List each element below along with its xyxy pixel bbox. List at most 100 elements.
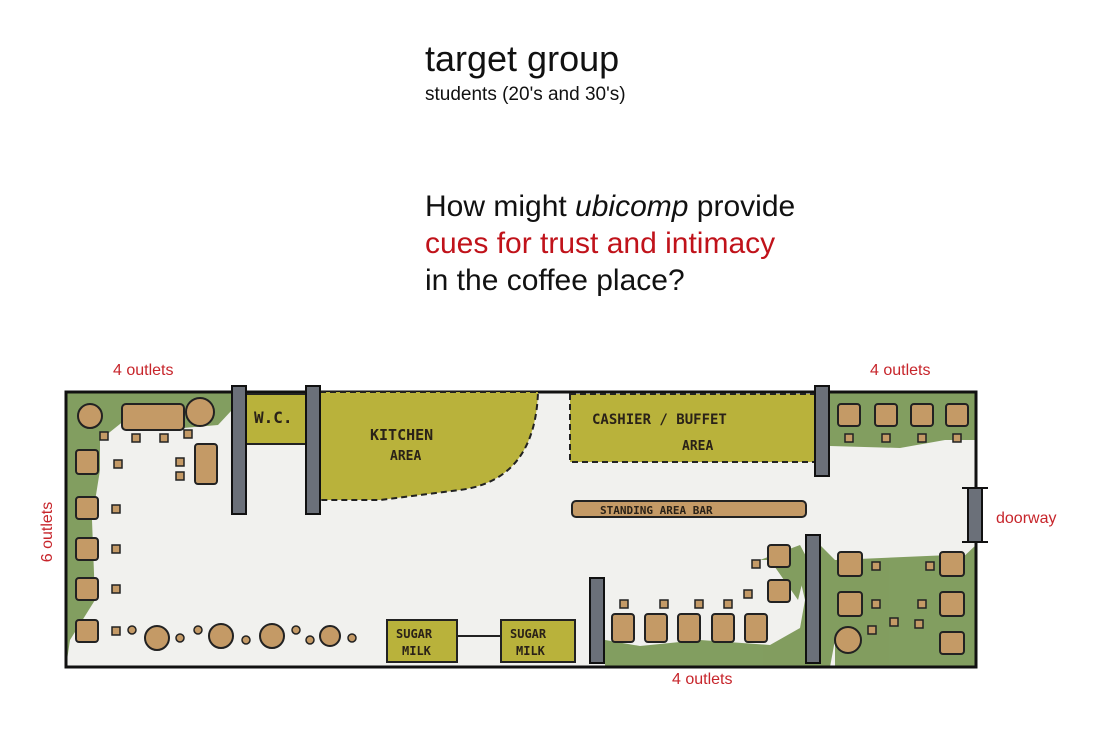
furniture xyxy=(75,397,969,655)
partition-cashier-right xyxy=(814,385,830,477)
square-table xyxy=(939,591,965,617)
square-table xyxy=(744,613,768,643)
partition-walls xyxy=(231,385,983,664)
sugar-station-2 xyxy=(500,619,576,663)
square-table xyxy=(677,613,701,643)
round-table xyxy=(144,625,170,651)
stool xyxy=(291,625,301,635)
stool xyxy=(175,457,185,467)
stool xyxy=(917,433,927,443)
sugar1-label-2: MILK xyxy=(402,644,432,658)
question-line-3: in the coffee place? xyxy=(425,264,685,297)
stool xyxy=(844,433,854,443)
square-table xyxy=(910,403,934,427)
wc-area xyxy=(245,393,307,445)
stool xyxy=(743,589,753,599)
sugar2-label-1: SUGAR xyxy=(510,627,547,641)
stool xyxy=(871,561,881,571)
stool xyxy=(175,633,185,643)
standing-bar xyxy=(571,500,807,518)
stool xyxy=(193,625,203,635)
sugar-station-1 xyxy=(386,619,458,663)
round-table xyxy=(208,623,234,649)
square-table xyxy=(939,551,965,577)
wc-label: W.C. xyxy=(254,408,293,427)
kitchen-label-1: KITCHEN xyxy=(370,426,433,444)
question-line-1: How might ubicomp provide xyxy=(425,190,795,224)
stool xyxy=(99,431,109,441)
stool xyxy=(751,559,761,569)
outlets-label-left: 6 outlets xyxy=(39,501,56,563)
long-table xyxy=(121,403,185,431)
square-table xyxy=(75,496,99,520)
doorway-icon xyxy=(962,487,988,543)
square-table xyxy=(75,577,99,601)
stool xyxy=(131,433,141,443)
title: target group xyxy=(425,38,620,79)
stool xyxy=(619,599,629,609)
stool xyxy=(881,433,891,443)
outlets-label-bottom: 4 outlets xyxy=(672,671,733,688)
stool xyxy=(111,504,121,514)
stool xyxy=(889,617,899,627)
stool xyxy=(867,625,877,635)
subtitle: students (20's and 30's) xyxy=(425,84,626,105)
partition-bottom-mid xyxy=(589,577,605,664)
round-table xyxy=(259,623,285,649)
stool xyxy=(723,599,733,609)
partition-bottom-right xyxy=(805,534,821,664)
stool xyxy=(925,561,935,571)
square-table xyxy=(837,551,863,577)
kitchen-label-2: AREA xyxy=(390,449,421,464)
question-line-2: cues for trust and intimacy xyxy=(425,227,776,260)
stool xyxy=(111,626,121,636)
stool xyxy=(347,633,357,643)
square-table xyxy=(711,613,735,643)
stool xyxy=(659,599,669,609)
doorway-frame xyxy=(967,487,983,543)
stool xyxy=(871,599,881,609)
standing-bar-label: STANDING AREA BAR xyxy=(600,504,713,517)
outlets-label-top-left: 4 outlets xyxy=(113,362,174,379)
square-table xyxy=(945,403,969,427)
kitchen-area xyxy=(319,391,540,501)
stool xyxy=(111,544,121,554)
square-table xyxy=(75,449,99,475)
square-table xyxy=(837,591,863,617)
stool xyxy=(159,433,169,443)
square-table xyxy=(75,537,99,561)
round-table xyxy=(834,626,862,654)
round-table xyxy=(77,403,103,429)
square-table xyxy=(611,613,635,643)
stool xyxy=(917,599,927,609)
square-table xyxy=(767,544,791,568)
partition-wc-left xyxy=(231,385,247,515)
tall-table xyxy=(194,443,218,485)
round-table xyxy=(185,397,215,427)
cashier-label-2: AREA xyxy=(682,439,713,454)
square-table xyxy=(874,403,898,427)
partition-wc-right xyxy=(305,385,321,515)
stool xyxy=(694,599,704,609)
square-table xyxy=(837,403,861,427)
square-table xyxy=(939,631,965,655)
question-suffix: provide xyxy=(688,190,796,223)
stool xyxy=(241,635,251,645)
stool xyxy=(952,433,962,443)
square-table xyxy=(644,613,668,643)
stool xyxy=(183,429,193,439)
square-table xyxy=(75,619,99,643)
sugar1-label-1: SUGAR xyxy=(396,627,433,641)
stool xyxy=(127,625,137,635)
sugar2-label-2: MILK xyxy=(516,644,546,658)
stool xyxy=(113,459,123,469)
square-table xyxy=(767,579,791,603)
round-table xyxy=(319,625,341,647)
stool xyxy=(305,635,315,645)
cashier-label-1: CASHIER / BUFFET xyxy=(592,412,727,428)
doorway-label: doorway xyxy=(996,510,1057,527)
question-prefix: How might xyxy=(425,190,576,223)
stool xyxy=(175,471,185,481)
outlet-zone-top-right xyxy=(828,392,976,448)
